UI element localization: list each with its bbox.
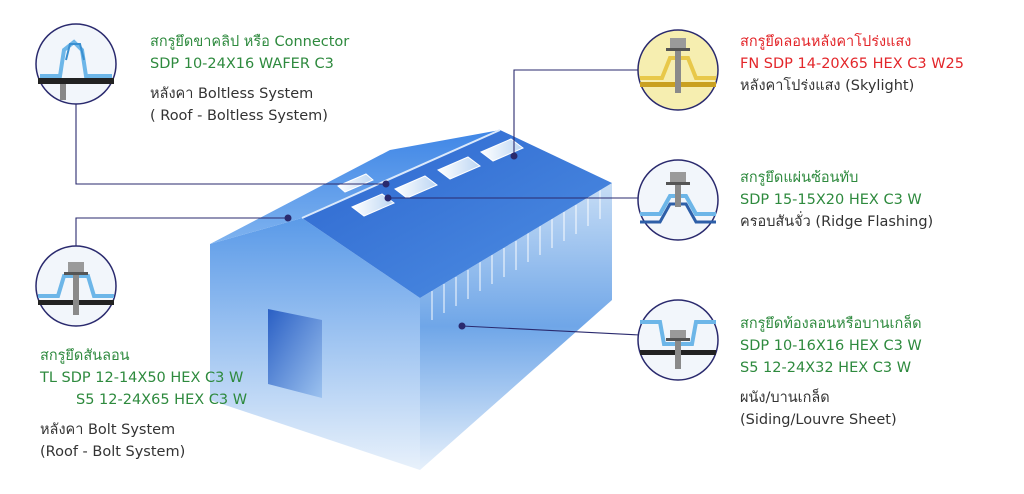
detail-skylight-screw [637, 29, 719, 111]
callout-crest: สกรูยึดสันลอน TL SDP 12-14X50 HEX C3 W S… [40, 345, 247, 463]
callout-crest-desc: หลังคา Bolt System [40, 422, 176, 438]
detail-connector-clip [35, 23, 117, 105]
callout-siding-code-2: S5 12-24X32 HEX C3 W [740, 360, 912, 376]
callout-skylight-title: สกรูยึดลอนหลังคาโปร่งแสง [740, 34, 912, 50]
line-crest [75, 217, 288, 246]
dot-skylight [510, 152, 518, 160]
skylight-panels [337, 138, 524, 217]
callout-siding-desc-en: (Siding/Louvre Sheet) [740, 412, 897, 428]
side-wall [420, 183, 612, 470]
callout-connector-desc-en: ( Roof - Boltless System) [150, 108, 328, 124]
dot-crest [284, 214, 292, 222]
callout-skylight-code: FN SDP 14-20X65 HEX C3 W25 [740, 56, 964, 72]
callout-siding-title: สกรูยึดท้องลอนหรือบานเกล็ด [740, 316, 922, 332]
callout-ridge: สกรูยึดแผ่นซ้อนทับ SDP 15-15X20 HEX C3 W… [740, 167, 933, 233]
warehouse-building [210, 129, 612, 470]
callout-connector-code: SDP 10-24X16 WAFER C3 [150, 56, 334, 72]
detail-siding-screw [637, 299, 719, 381]
line-skylight [513, 69, 640, 156]
dot-ridge [384, 194, 392, 202]
callout-ridge-title: สกรูยึดแผ่นซ้อนทับ [740, 170, 859, 186]
callout-crest-code-1: TL SDP 12-14X50 HEX C3 W [40, 370, 244, 386]
callout-connector: สกรูยึดขาคลิป หรือ Connector SDP 10-24X1… [150, 31, 349, 127]
callout-ridge-desc: ครอบสันจั่ว (Ridge Flashing) [740, 214, 934, 230]
callout-skylight-desc: หลังคาโปร่งแสง (Skylight) [740, 78, 915, 94]
connector-lines [75, 69, 641, 336]
dot-siding [458, 322, 466, 330]
callout-crest-desc-en: (Roof - Bolt System) [40, 444, 186, 460]
louvre-stripes [431, 190, 601, 320]
connector-dots [284, 152, 518, 330]
dot-connector [382, 180, 390, 188]
detail-crest-screw [35, 245, 117, 327]
line-siding [461, 325, 641, 336]
warehouse-door [268, 309, 322, 398]
callout-siding-code-1: SDP 10-16X16 HEX C3 W [740, 338, 922, 354]
callout-connector-title: สกรูยึดขาคลิป หรือ Connector [150, 34, 350, 50]
detail-ridge-screw [637, 159, 719, 241]
callout-skylight: สกรูยึดลอนหลังคาโปร่งแสง FN SDP 14-20X65… [740, 31, 964, 97]
callout-siding-desc: ผนัง/บานเกล็ด [740, 390, 830, 406]
roof-main-slope [302, 130, 612, 298]
callout-crest-code-2: S5 12-24X65 HEX C3 W [76, 392, 248, 408]
callout-connector-desc: หลังคา Boltless System [150, 86, 314, 102]
callout-crest-title: สกรูยึดสันลอน [40, 348, 130, 364]
callout-ridge-code: SDP 15-15X20 HEX C3 W [740, 192, 922, 208]
line-connector [75, 100, 386, 185]
roof-ridge [301, 129, 501, 219]
callout-siding: สกรูยึดท้องลอนหรือบานเกล็ด SDP 10-16X16 … [740, 313, 922, 431]
